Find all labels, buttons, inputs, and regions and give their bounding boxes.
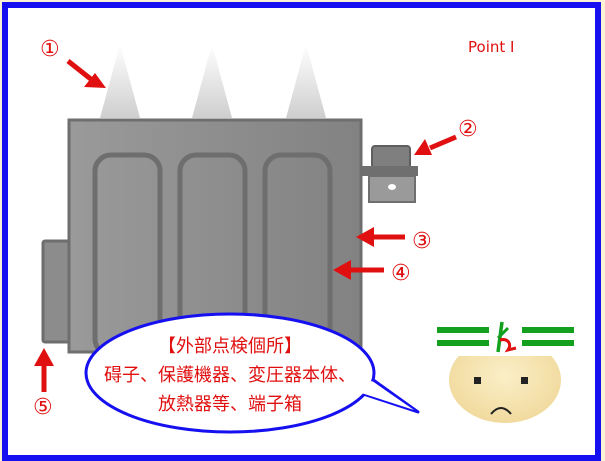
arrow-4-icon — [333, 260, 384, 280]
helmet-stripes — [437, 327, 574, 346]
callout-4-label: ④ — [391, 261, 411, 286]
callout-5-label: ⑤ — [33, 395, 53, 420]
mascot-character — [436, 308, 575, 423]
arrow-5-icon — [34, 348, 54, 392]
ks-logo-icon — [496, 321, 517, 353]
mouth-icon — [490, 407, 512, 415]
callout-3-label: ③ — [412, 229, 432, 254]
arrow-2-icon — [414, 134, 457, 155]
eye-right-icon — [521, 377, 528, 384]
insulator-bushings — [100, 44, 326, 118]
arrow-3-icon — [356, 227, 405, 247]
speech-bubble — [84, 312, 420, 434]
eye-left-icon — [474, 377, 481, 384]
callout-2-label: ② — [458, 117, 478, 142]
bubble-title: 【外部点検個所】 — [158, 336, 302, 357]
bubble-line-2: 碍子、保護機器、変圧器本体、 — [104, 365, 356, 386]
point-label: Point I — [468, 38, 514, 56]
protection-device — [362, 145, 418, 203]
bubble-line-3: 放熱器等、端子箱 — [158, 394, 302, 415]
callout-arrows — [34, 59, 457, 392]
arrow-1-icon — [66, 59, 106, 88]
callout-1-label: ① — [40, 37, 60, 62]
